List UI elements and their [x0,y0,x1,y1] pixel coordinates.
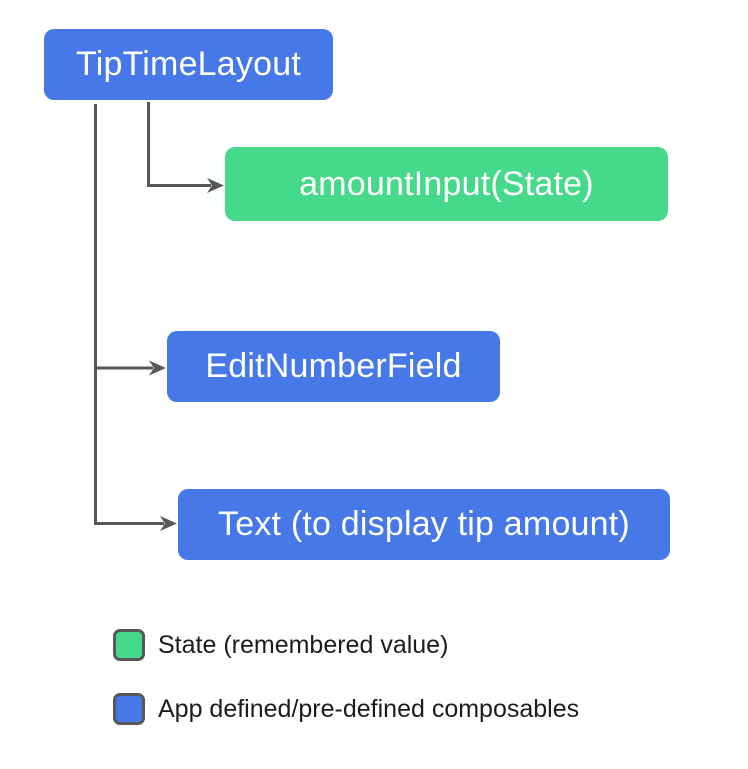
legend-label-composables: App defined/pre-defined composables [158,694,580,723]
arrowhead-text [160,516,177,531]
node-editnumberfield: EditNumberField [167,331,500,402]
legend-item-composables: App defined/pre-defined composables [113,693,579,725]
legend-item-state: State (remembered value) [113,629,579,661]
connector-root-to-text [94,104,164,525]
node-tiptimelayout: TipTimeLayout [44,29,333,100]
node-amountinput-state: amountInput(State) [225,147,668,221]
legend-swatch-state-green [113,629,145,661]
connector-root-to-amountinput [147,102,211,187]
legend: State (remembered value) App defined/pre… [113,629,579,725]
node-text-display-tip-amount: Text (to display tip amount) [178,489,670,560]
legend-swatch-composable-blue [113,693,145,725]
arrowhead-amountinput [207,178,224,193]
legend-label-state: State (remembered value) [158,630,449,659]
arrowhead-editnumberfield [149,360,166,376]
